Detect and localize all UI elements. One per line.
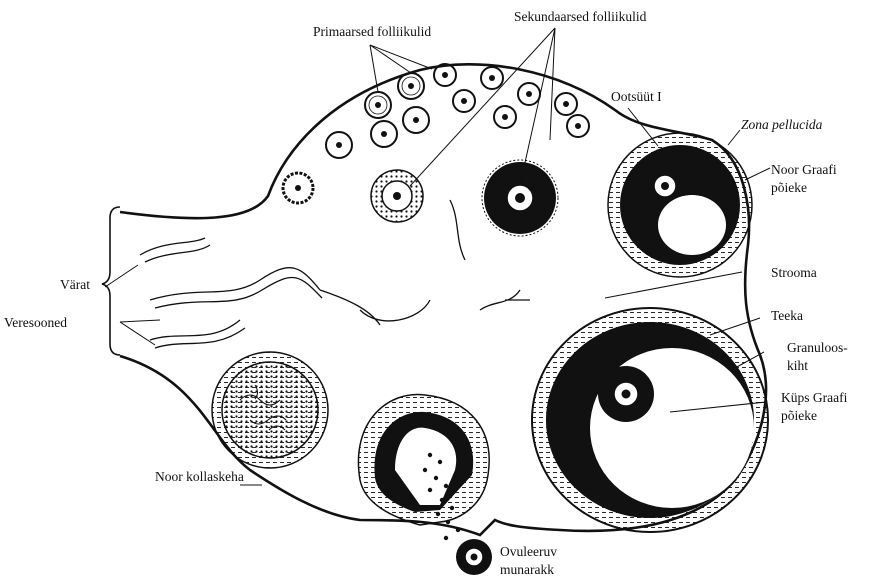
primary-follicle bbox=[398, 73, 424, 99]
primary-follicle bbox=[494, 106, 516, 128]
granulosa-label-1: Granuloos- bbox=[787, 340, 848, 355]
ovulated-oocyte-label-1: Ovuleeruv bbox=[500, 544, 557, 559]
primary-follicle bbox=[371, 121, 397, 147]
primary-follicle bbox=[567, 115, 589, 137]
young-graafian-label-2: põieke bbox=[771, 180, 807, 195]
secondary-follicles-label: Sekundaarsed folliikulid bbox=[514, 9, 647, 24]
primary-follicle bbox=[555, 93, 577, 115]
stroma-label: Strooma bbox=[771, 265, 817, 280]
primary-follicles-label: Primaarsed folliikulid bbox=[313, 24, 431, 39]
primary-follicle bbox=[434, 64, 456, 86]
hilum-label: Värat bbox=[60, 277, 90, 292]
ovulating-follicle bbox=[358, 394, 492, 575]
mature-graafian-label-2: põieke bbox=[781, 408, 817, 423]
blood-vessels bbox=[140, 200, 530, 348]
primary-follicle bbox=[283, 173, 313, 203]
mature-graafian-follicle bbox=[532, 308, 768, 532]
primary-follicle bbox=[365, 92, 391, 118]
secondary-follicle-small bbox=[371, 170, 423, 222]
oocyte-one-label: Ootsüüt I bbox=[611, 89, 662, 104]
ovulated-oocyte-label-2: munarakk bbox=[500, 562, 554, 577]
blood-vessels-label: Veresooned bbox=[4, 315, 67, 330]
primary-follicle bbox=[481, 67, 503, 89]
young-graafian-follicle bbox=[608, 133, 752, 277]
granulosa-label-2: kiht bbox=[787, 358, 808, 373]
young-corpus-luteum-label: Noor kollaskeha bbox=[155, 469, 244, 484]
zona-pellucida-label: Zona pellucida bbox=[741, 117, 823, 132]
theca-label: Teeka bbox=[771, 308, 803, 323]
primary-follicle bbox=[453, 90, 475, 112]
young-corpus-luteum bbox=[212, 352, 328, 468]
young-graafian-label-1: Noor Graafi bbox=[771, 162, 837, 177]
secondary-follicle-large bbox=[482, 160, 558, 236]
hilum-bracket bbox=[102, 207, 120, 355]
primary-follicle bbox=[403, 107, 429, 133]
ovulated-oocyte bbox=[456, 539, 492, 575]
primary-follicle bbox=[326, 132, 352, 158]
primary-follicle bbox=[518, 83, 540, 105]
mature-graafian-label-1: Küps Graafi bbox=[781, 390, 848, 405]
